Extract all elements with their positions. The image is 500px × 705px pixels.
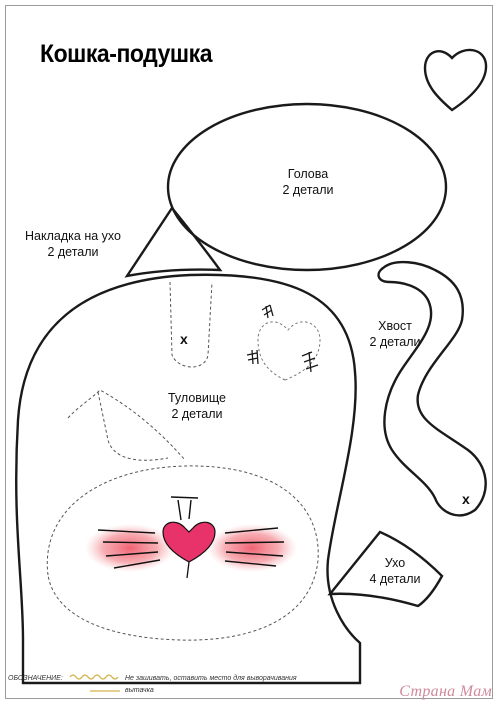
body-name: Туловище	[167, 391, 226, 405]
legend-dart: вытачка	[125, 687, 154, 694]
left-whiskers	[97, 529, 161, 569]
legend-label: ОБОЗНАЧЕНИЕ:	[8, 675, 63, 682]
nose-chin-line	[186, 561, 190, 579]
legend-wavy-swatch	[69, 674, 119, 680]
tail-label: Хвост 2 детали	[355, 318, 435, 350]
tail-name: Хвост	[378, 319, 412, 333]
watermark: Страна Мам	[399, 683, 492, 700]
left-blush	[85, 524, 175, 572]
body-ear-dashed-shape	[67, 389, 186, 461]
heart-nose	[162, 521, 216, 563]
ear-patch-name: Накладка на ухо	[25, 229, 121, 243]
tail-count: 2 детали	[369, 335, 421, 349]
body-cross-mark: x	[180, 331, 188, 347]
nose-marks	[170, 496, 199, 521]
body-count: 2 детали	[171, 407, 223, 421]
tail-piece-outline	[377, 260, 487, 517]
right-whiskers	[224, 527, 285, 567]
body-piece-outline	[15, 273, 362, 685]
head-name: Голова	[287, 167, 329, 181]
ear-label: Ухо 4 детали	[355, 555, 435, 587]
ear-name: Ухо	[384, 556, 406, 570]
page-title: Кошка-подушка	[40, 40, 213, 68]
head-label: Голова 2 детали	[268, 166, 348, 198]
head-count: 2 детали	[282, 183, 334, 197]
ear-count: 4 детали	[369, 572, 421, 586]
ear-patch-label: Накладка на ухо 2 детали	[8, 228, 138, 260]
right-blush	[207, 524, 297, 572]
head-piece-outline	[166, 102, 448, 272]
page-frame	[5, 5, 493, 699]
tail-cross-mark: x	[462, 491, 470, 507]
body-heart-dashed	[257, 321, 321, 381]
legend-no-sew: Не зашивать, оставить место для выворачи…	[125, 675, 297, 682]
ear-piece-outline	[327, 530, 444, 608]
ear-patch-count: 2 детали	[47, 245, 99, 259]
heart-stitch-marks	[246, 304, 319, 373]
body-ear-dashes	[169, 281, 213, 368]
ear-patch-outline	[124, 205, 223, 278]
body-label: Туловище 2 детали	[157, 390, 237, 422]
small-heart-shape	[423, 48, 488, 112]
